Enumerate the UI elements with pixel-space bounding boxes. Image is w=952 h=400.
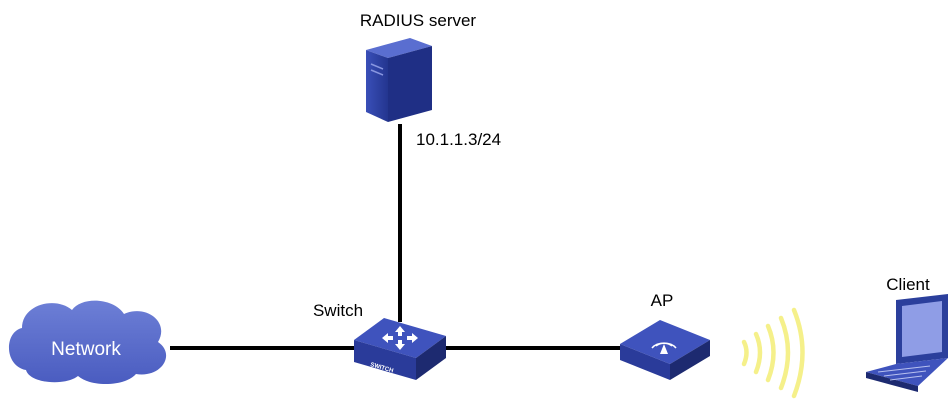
switch-arrows-icon (382, 326, 418, 350)
network-cloud-icon[interactable]: Network (8, 300, 167, 385)
radius-server-icon[interactable] (366, 38, 432, 122)
server-slot (370, 69, 384, 76)
switch-top-face (354, 318, 446, 358)
laptop-screen (902, 301, 942, 357)
server-front-face (366, 50, 388, 122)
switch-label: Switch (313, 301, 363, 320)
network-label: Network (51, 339, 121, 360)
radius-server-label: RADIUS server (360, 11, 477, 30)
client-laptop-icon[interactable] (866, 294, 948, 392)
laptop-base (866, 358, 948, 386)
access-point-icon[interactable] (620, 320, 710, 380)
switch-icon[interactable]: SWITCH (354, 318, 446, 380)
client-label: Client (886, 275, 930, 294)
links (170, 124, 624, 350)
wireless-signal-icon (741, 307, 805, 399)
cloud-shape (8, 300, 167, 385)
switch-front-face (354, 340, 416, 380)
ap-side-face (670, 340, 710, 380)
radius-server-ip-label: 10.1.1.3/24 (416, 130, 501, 149)
server-slot (370, 63, 384, 70)
laptop-base-edge (866, 372, 918, 392)
server-top-face (366, 38, 432, 58)
laptop-keyboard (877, 365, 931, 381)
ap-wifi-icon (651, 342, 677, 354)
ap-label: AP (651, 291, 674, 310)
ap-front-face (620, 344, 670, 380)
server-side-face (388, 46, 432, 122)
switch-side-face (416, 336, 446, 380)
